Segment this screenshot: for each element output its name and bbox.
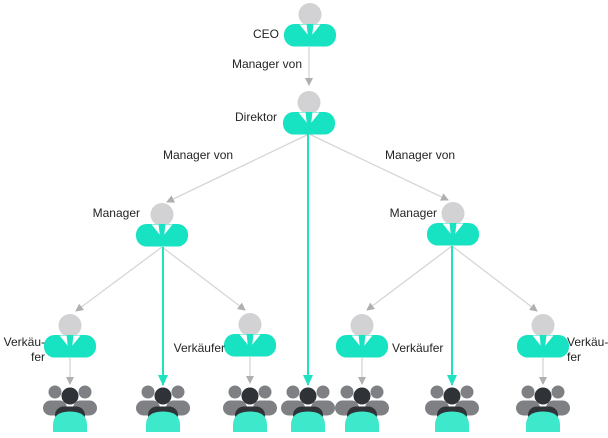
node-label-direktor: Direktor: [234, 110, 277, 124]
team-icon-2[interactable]: [136, 385, 190, 433]
businessperson-icon-manager-left[interactable]: [136, 203, 188, 247]
businessperson-icon-verkaeufer-4[interactable]: [517, 314, 569, 358]
businessperson-icon-direktor[interactable]: [283, 91, 335, 135]
team-icon-3[interactable]: [223, 385, 277, 433]
team-icon-5[interactable]: [335, 385, 389, 433]
businessperson-icon-verkaeufer-1[interactable]: [44, 314, 96, 358]
node-label-verkaeufer-3: Verkäufer: [392, 341, 444, 355]
edge-label-direktor-manager-left: Manager von: [163, 148, 234, 162]
edge-manager-left-verkaeufer-1[interactable]: [75, 246, 163, 312]
edge-direktor-manager-right[interactable]: [308, 133, 449, 201]
node-label-verkaeufer-1: Verkäu- fer: [3, 335, 45, 364]
businessperson-icon-ceo[interactable]: [284, 3, 336, 47]
node-label-verkaeufer-4: Verkäu- fer: [567, 335, 608, 364]
node-label-manager-right: Manager: [389, 206, 437, 220]
node-label-verkaeufer-2: Verkäufer: [173, 341, 225, 355]
edge-direktor-manager-left[interactable]: [166, 133, 310, 203]
team-icon-7[interactable]: [516, 385, 570, 433]
node-label-ceo: CEO: [252, 27, 279, 41]
edge-manager-right-verkaeufer-3[interactable]: [366, 245, 453, 311]
edge-manager-right-verkaeufer-4[interactable]: [451, 245, 538, 312]
businessperson-icon-verkaeufer-2[interactable]: [224, 313, 276, 357]
team-icon-6[interactable]: [425, 385, 479, 433]
team-icon-1[interactable]: [43, 385, 97, 433]
team-icon-4[interactable]: [281, 385, 335, 433]
edge-label-direktor-manager-right: Manager von: [385, 148, 456, 162]
businessperson-icon-verkaeufer-3[interactable]: [336, 314, 388, 358]
node-label-manager-left: Manager: [92, 206, 140, 220]
edge-label-ceo-direktor: Manager von: [231, 57, 302, 71]
edge-manager-left-verkaeufer-2[interactable]: [161, 246, 246, 311]
